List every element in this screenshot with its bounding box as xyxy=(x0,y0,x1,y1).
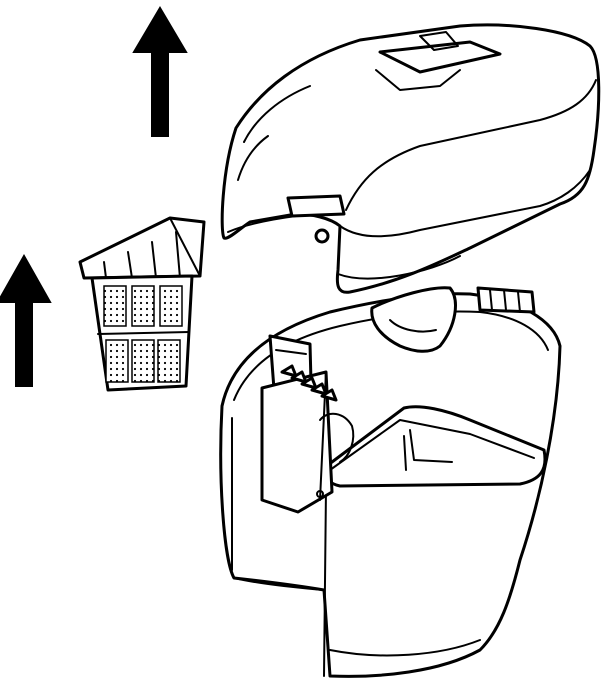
lift-filter-arrow-icon xyxy=(0,253,52,387)
dust-cup-body xyxy=(219,286,562,678)
lift-lid-arrow-icon xyxy=(132,6,188,137)
hinge-teeth xyxy=(280,364,338,402)
dust-cup-filter xyxy=(78,216,206,392)
dust-cup-lid xyxy=(220,23,601,294)
filter-mesh xyxy=(103,285,183,383)
